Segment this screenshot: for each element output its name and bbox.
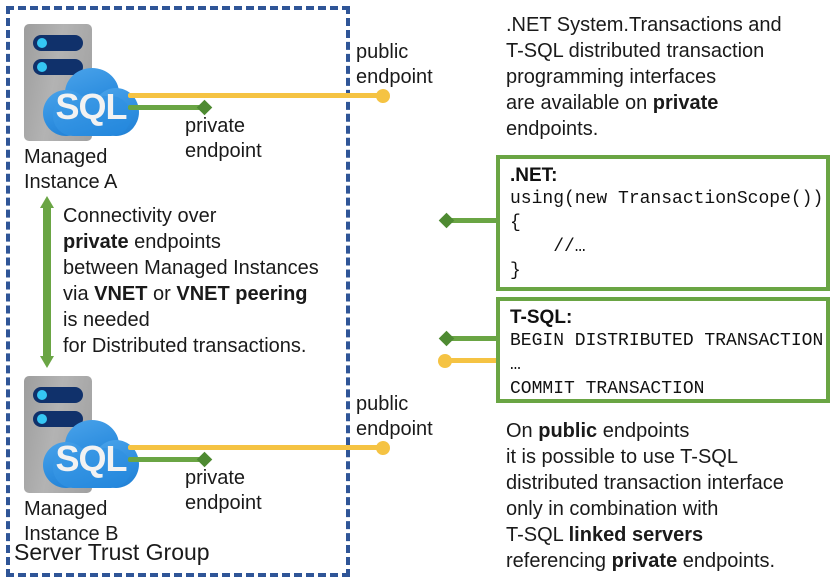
dotnet-code-box: .NET: using(new TransactionScope()) { //… bbox=[496, 155, 830, 291]
private-connector-line-tsql bbox=[450, 336, 498, 341]
server-trust-group-boundary bbox=[6, 6, 350, 577]
managed-instance-b-caption: Managed Instance B bbox=[24, 498, 119, 545]
connectivity-note: Connectivity over private endpoints betw… bbox=[63, 203, 353, 359]
outro-line-6-post: endpoints. bbox=[677, 550, 776, 572]
outro-bold-public: public bbox=[538, 420, 598, 442]
sql-cloud-icon: SQL bbox=[43, 420, 139, 492]
tsql-code-line: BEGIN DISTRIBUTED TRANSACTION bbox=[510, 331, 824, 351]
public-endpoint-line-b bbox=[128, 445, 384, 450]
note-line-5: is needed bbox=[63, 309, 150, 331]
intro-line-4-pre: are available on bbox=[506, 92, 653, 114]
dotnet-code-line: using(new TransactionScope()) bbox=[510, 189, 824, 209]
outro-line-3: distributed transaction interface bbox=[506, 472, 784, 494]
note-line-3: between Managed Instances bbox=[63, 257, 319, 279]
intro-line-1: .NET System.Transactions and bbox=[506, 14, 782, 36]
tsql-code-title: T-SQL: bbox=[510, 307, 573, 328]
private-connector-line-dotnet bbox=[450, 218, 498, 223]
intro-line-3: programming interfaces bbox=[506, 66, 717, 88]
note-line-4-mid: or bbox=[147, 283, 177, 305]
managed-instance-b-icon: SQL Managed Instance B bbox=[18, 376, 158, 545]
tsql-code-box: T-SQL: BEGIN DISTRIBUTED TRANSACTION … C… bbox=[496, 297, 830, 403]
private-endpoint-label-b: private endpoint bbox=[185, 467, 262, 514]
outro-line-2: it is possible to use T-SQL bbox=[506, 446, 738, 468]
public-endpoint-label-b: public endpoint bbox=[356, 393, 433, 440]
intro-line-5: endpoints. bbox=[506, 118, 599, 140]
rack-led-icon bbox=[37, 390, 47, 400]
outro-bold-private: private bbox=[611, 550, 678, 572]
managed-instance-a-icon: SQL Managed Instance A bbox=[18, 24, 158, 193]
note-bold-vnet-peering: VNET peering bbox=[176, 283, 308, 305]
public-endpoint-line-a bbox=[128, 93, 384, 98]
tsql-code-line: COMMIT TRANSACTION bbox=[510, 379, 705, 399]
sql-logo-text: SQL bbox=[55, 86, 127, 127]
rack-led-icon bbox=[37, 414, 47, 424]
rack-led-icon bbox=[37, 38, 47, 48]
note-bold-private: private bbox=[63, 231, 129, 253]
intro-line-2: T-SQL distributed transaction bbox=[506, 40, 765, 62]
note-line-2: endpoints bbox=[128, 231, 221, 253]
server-trust-group-label: Server Trust Group bbox=[14, 539, 210, 565]
dotnet-code-title: .NET: bbox=[510, 165, 558, 186]
outro-bold-linked-servers: linked servers bbox=[568, 524, 704, 546]
outro-line-5-pre: T-SQL bbox=[506, 524, 569, 546]
dotnet-code-line: //… bbox=[510, 237, 586, 257]
private-endpoint-label-a: private endpoint bbox=[185, 115, 262, 162]
public-endpoint-paragraph: On public endpoints it is possible to us… bbox=[506, 418, 836, 574]
tsql-code-line: … bbox=[510, 355, 521, 375]
rack-slot-icon bbox=[33, 411, 83, 427]
private-connector-marker-dotnet bbox=[438, 212, 455, 229]
public-connector-line-tsql bbox=[450, 358, 498, 363]
managed-instance-a-caption: Managed Instance A bbox=[24, 146, 118, 193]
dotnet-code-line: { bbox=[510, 213, 521, 233]
connectivity-double-arrow bbox=[40, 196, 54, 368]
sql-logo-text: SQL bbox=[55, 438, 127, 479]
note-line-4-pre: via bbox=[63, 283, 95, 305]
note-line-1: Connectivity over bbox=[63, 205, 217, 227]
dotnet-code-line: } bbox=[510, 261, 521, 281]
private-endpoint-line-a bbox=[128, 105, 206, 110]
dotnet-tsql-intro-paragraph: .NET System.Transactions and T-SQL distr… bbox=[506, 12, 826, 142]
private-connector-marker-tsql bbox=[438, 330, 455, 347]
public-connector-dot-tsql bbox=[438, 354, 452, 368]
public-endpoint-label-a: public endpoint bbox=[356, 41, 433, 88]
rack-slot-icon bbox=[33, 387, 83, 403]
outro-line-6-pre: referencing bbox=[506, 550, 612, 572]
note-line-6: for Distributed transactions. bbox=[63, 335, 307, 357]
intro-bold-private: private bbox=[652, 92, 719, 114]
public-endpoint-dot-b bbox=[376, 441, 390, 455]
rack-led-icon bbox=[37, 62, 47, 72]
note-bold-vnet: VNET bbox=[94, 283, 148, 305]
outro-line-1-pre: On bbox=[506, 420, 539, 442]
outro-line-4: only in combination with bbox=[506, 498, 719, 520]
public-endpoint-dot-a bbox=[376, 89, 390, 103]
outro-line-1-post: endpoints bbox=[597, 420, 690, 442]
rack-slot-icon bbox=[33, 35, 83, 51]
private-endpoint-line-b bbox=[128, 457, 206, 462]
sql-cloud-icon: SQL bbox=[43, 68, 139, 140]
rack-slot-icon bbox=[33, 59, 83, 75]
